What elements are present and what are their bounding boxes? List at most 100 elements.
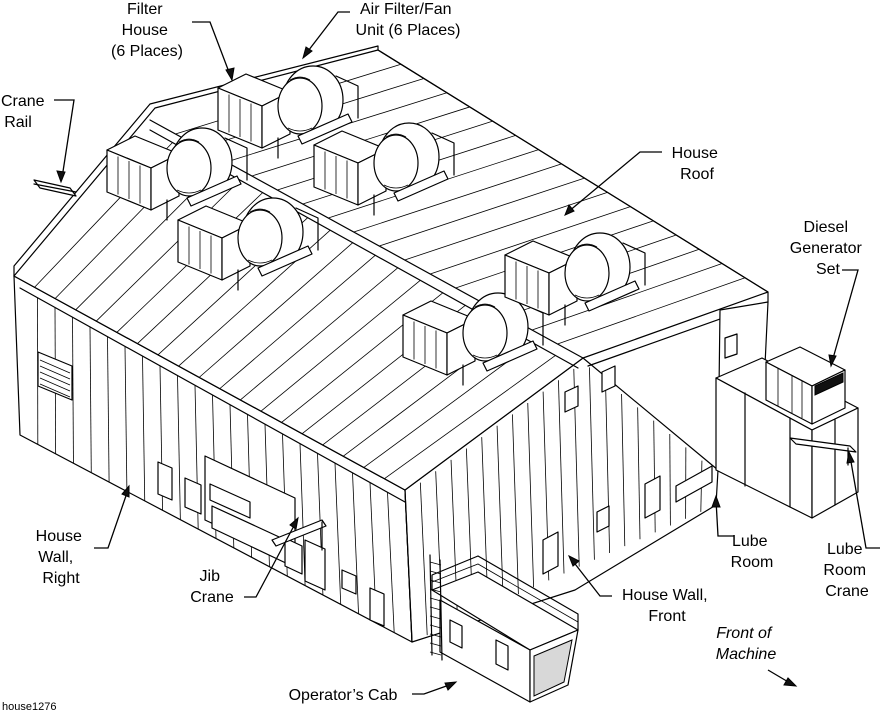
wall-seam [107,336,110,483]
label-house-wall-right: House Wall, Right [36,528,87,587]
door-small [157,461,173,501]
front-seam [637,407,641,540]
leader-cab [412,683,453,695]
leader-diesel [831,269,859,363]
side-louver [284,537,303,575]
roof-seam [430,206,631,275]
fan-rail [335,75,359,119]
leader-house-front [571,559,612,597]
fan-exhaust-pipe [393,170,449,202]
arrow-jib [289,516,299,530]
fan-housing-detail [287,76,313,132]
filter-fan-unit [313,122,455,216]
ladder-rung [429,651,442,656]
leader-crane-rail [54,99,75,179]
arrow-wall-right [121,484,130,498]
front-wall-openings [542,333,738,575]
arrow-front-machine [783,677,798,687]
arrow-house-front [568,554,580,567]
ladder-rung [429,588,442,593]
roof-seam [531,263,723,331]
leader-lube-room [715,499,734,537]
front-seam [621,393,626,547]
side-door [304,539,326,591]
leader-air-filter [304,11,350,56]
front-seam [419,482,428,636]
arrow-filter-house [225,67,235,82]
label-jib-crane: Jib Crane [190,568,234,606]
label-operators-cab: Operator’s Cab [289,687,398,704]
ladder-rung [429,633,442,638]
wall-seam [89,326,92,473]
wall-seam [352,472,359,614]
fan-rail [431,132,455,176]
operators-cab [429,554,579,703]
front-door [675,465,713,503]
filter-fan-unit [217,65,359,159]
fan-housing-detail [574,243,600,299]
ladder-rung [429,606,442,611]
ladder-rung [429,561,442,566]
arrow-crane-rail [56,170,66,184]
fan-exhaust-pipe [584,280,640,312]
front-seam [589,367,595,560]
roof-seam [379,177,585,247]
fan-housing-face [166,139,212,197]
wall-seam [299,443,306,586]
leader-filter-house [192,21,233,81]
front-window-2 [601,365,616,393]
louver-lines [39,359,71,398]
front-window-1 [564,385,579,413]
diesel-generator-radiator [814,372,844,396]
fan-exhaust-pipe [482,340,538,372]
door-small-3 [369,587,385,627]
figure-id: house1276 [2,701,56,713]
arrow-house-roof [564,204,575,216]
cab-railing [431,555,579,631]
roof-seam [353,163,562,233]
arrow-diesel [828,354,837,368]
leader-jib [244,521,297,598]
cab-window-shaded [533,639,573,697]
front-window-3 [596,505,610,533]
ladder-rung [429,579,442,584]
fan-housing-detail [383,133,409,189]
ladder-rung [429,642,442,647]
label-lube-room-crane: Lube Room Crane [823,541,870,600]
louver-vent-2 [184,477,202,515]
filter-fan-unit [504,232,646,326]
crane-rail [33,179,77,197]
front-seam [512,414,519,595]
arrow-cab [444,681,458,691]
louver-slat [39,371,71,386]
roof-edge-right [377,49,769,367]
louver-slat [39,383,71,398]
wall-seam [177,375,181,520]
side-wall-openings [37,351,385,627]
ladder-rail-1 [429,554,433,656]
roof-seam [260,280,421,412]
label-front-of-machine: Front of Machine [716,625,777,663]
cab-window-2 [495,639,509,671]
fan-housing-face [462,304,508,362]
door-small-2 [341,569,357,595]
ladder-rung [429,597,442,602]
wall-seam [124,346,128,492]
roof-seam [404,191,608,261]
lube-room-crane-beam [789,437,857,453]
fan-exhaust-pipe [257,245,313,277]
fan-exhaust-pipe [186,175,242,207]
fan-rail [224,137,248,181]
fan-housing-detail [176,138,202,194]
roof-edge-left [13,45,379,277]
filter-fan-unit [177,197,319,291]
fan-housing-face [564,244,610,302]
cab-window-1 [449,619,463,649]
front-seam [669,433,671,526]
fan-housing-face [373,134,419,192]
leader-wall-right [94,489,129,549]
front-seam [527,402,534,588]
roof-seam [240,267,399,401]
